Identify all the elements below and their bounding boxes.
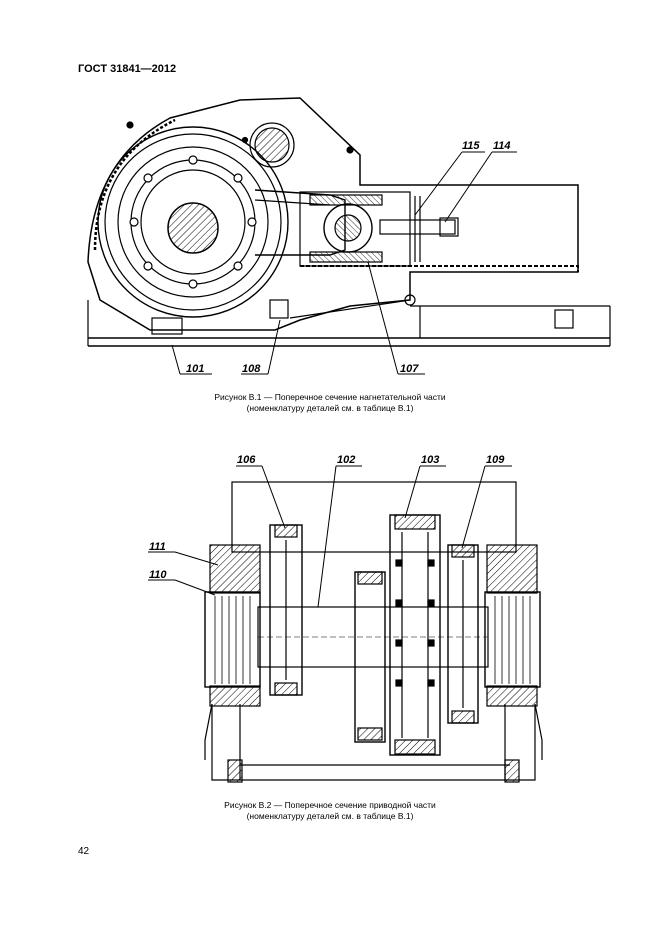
document-header: ГОСТ 31841—2012 <box>78 63 177 75</box>
label-103: 103 <box>421 454 439 466</box>
figure-2-caption-line1: Рисунок В.2 — Поперечное сечение приводн… <box>224 800 436 810</box>
figure-1-caption-line1: Рисунок В.1 — Поперечное сечение нагнета… <box>214 392 446 402</box>
label-109: 109 <box>486 454 505 466</box>
figure-1-leaders <box>171 151 517 375</box>
label-101: 101 <box>186 363 204 375</box>
figure-2-caption-line2: (номенклатуру деталей см. в таблице В.1) <box>246 811 414 821</box>
figure-2-caption: Рисунок В.2 — Поперечное сечение приводн… <box>150 800 510 822</box>
drive-cross-section <box>204 481 543 783</box>
label-102: 102 <box>337 454 355 466</box>
pump-cross-section <box>87 97 611 347</box>
label-110: 110 <box>149 569 167 581</box>
figure-1-caption-line2: (номенклатуру деталей см. в таблице В.1) <box>246 403 414 413</box>
page-number: 42 <box>78 846 90 857</box>
label-111: 111 <box>149 541 166 553</box>
figure-2-leaders <box>148 465 512 608</box>
figure-1-caption: Рисунок В.1 — Поперечное сечение нагнета… <box>150 392 510 414</box>
label-106: 106 <box>237 454 256 466</box>
label-114: 114 <box>493 140 511 152</box>
label-107: 107 <box>400 363 419 375</box>
label-108: 108 <box>242 363 261 375</box>
label-115: 115 <box>462 140 480 152</box>
